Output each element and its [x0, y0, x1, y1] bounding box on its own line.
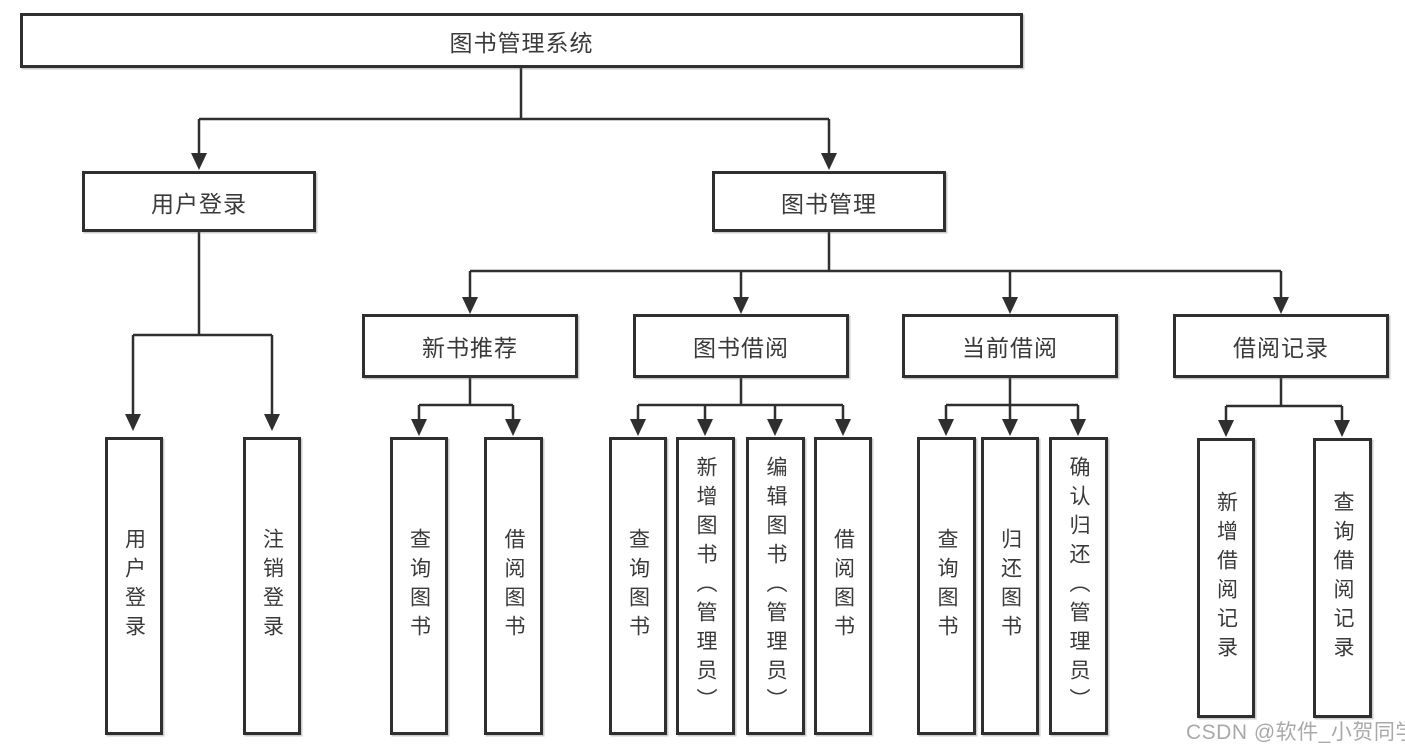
node-label: 借阅图书 [831, 528, 855, 644]
node-label: 确认归还（管理员） [1067, 455, 1090, 717]
leaf-user-login: 用户登录 [105, 437, 163, 735]
node-label: 查询图书 [626, 528, 650, 644]
leaf-bb-edit-books-admin: 编辑图书（管理员） [746, 437, 805, 735]
node-book-management: 图书管理 [712, 171, 946, 232]
node-label: 新增图书（管理员） [694, 455, 717, 717]
node-book-borrow: 图书借阅 [633, 314, 849, 378]
node-label: 查询图书 [935, 528, 958, 644]
csdn-watermark: CSDN @软件_小贺同学 [1186, 721, 1405, 744]
node-label: 借阅图书 [502, 528, 525, 644]
node-label: 图书管理 [781, 190, 877, 217]
node-label: 查询图书 [407, 528, 431, 644]
leaf-cb-confirm-return-admin: 确认归还（管理员） [1049, 437, 1108, 735]
node-label: 当前借阅 [962, 335, 1058, 361]
leaf-cb-query-books: 查询图书 [917, 437, 976, 735]
node-label: 注销登录 [260, 528, 284, 644]
leaf-br-query-record: 查询借阅记录 [1313, 438, 1372, 718]
node-user-login: 用户登录 [82, 171, 316, 232]
leaf-bb-borrow-books: 借阅图书 [814, 437, 872, 735]
leaf-nb-query-books: 查询图书 [390, 437, 448, 735]
node-label: 归还图书 [998, 528, 1022, 644]
leaf-nb-borrow-books: 借阅图书 [484, 437, 543, 735]
node-label: 图书管理系统 [449, 29, 594, 56]
node-current-borrow: 当前借阅 [902, 314, 1118, 378]
leaf-br-add-record: 新增借阅记录 [1197, 438, 1255, 718]
leaf-logout: 注销登录 [243, 437, 301, 735]
node-label: 用户登录 [122, 528, 146, 644]
node-label: 用户登录 [151, 190, 247, 217]
node-label: 查询借阅记录 [1331, 491, 1354, 665]
node-root-system: 图书管理系统 [20, 13, 1023, 68]
node-borrow-records: 借阅记录 [1173, 314, 1389, 378]
leaf-bb-query-books: 查询图书 [609, 437, 667, 735]
node-label: 新书推荐 [422, 335, 518, 361]
node-label: 图书借阅 [693, 335, 789, 361]
leaf-cb-return-books: 归还图书 [981, 437, 1039, 735]
node-label: 借阅记录 [1233, 335, 1329, 361]
leaf-bb-add-books-admin: 新增图书（管理员） [676, 437, 735, 735]
node-label: 新增借阅记录 [1214, 491, 1238, 665]
node-new-book-recommend: 新书推荐 [362, 314, 578, 378]
node-label: 编辑图书（管理员） [764, 455, 787, 717]
